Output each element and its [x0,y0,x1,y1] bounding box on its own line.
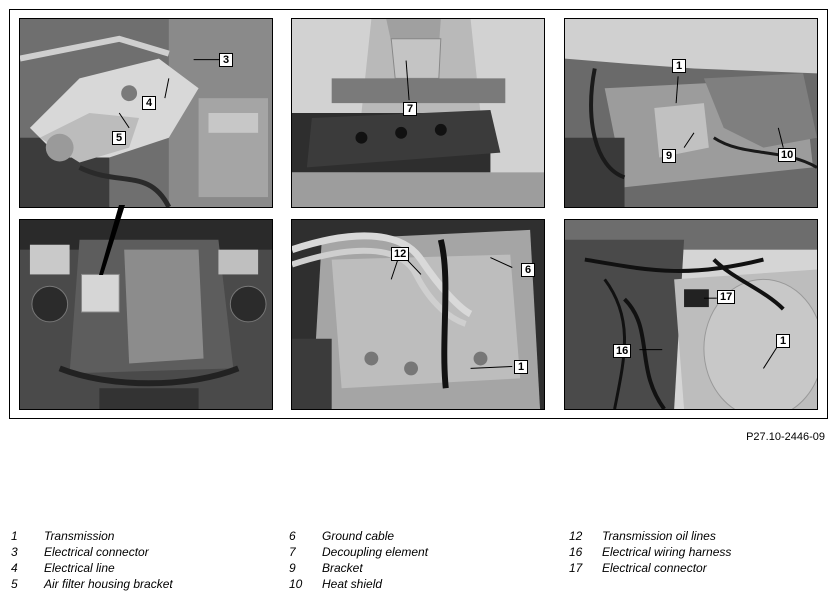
photo-decoupling-element [291,18,545,208]
callout-17: 17 [717,290,736,304]
callout-10: 10 [778,148,797,162]
callout-1-right: 1 [776,334,790,348]
callout-12: 12 [391,247,410,261]
callout-4: 4 [142,96,156,110]
photo-heat-shield [564,18,818,208]
callout-1-top: 1 [672,59,686,73]
callout-5: 5 [112,131,126,145]
callout-6: 6 [521,263,535,277]
callout-1-mid: 1 [514,360,528,374]
photo-transmission-oil-lines [291,219,545,410]
callout-3: 3 [219,53,233,67]
callout-9: 9 [662,149,676,163]
callout-7: 7 [403,102,417,116]
pointer-wedge [99,205,125,275]
photo-wiring-harness [564,219,818,410]
callout-16: 16 [613,344,632,358]
figure-reference: P27.10-2446-09 [746,431,825,443]
photo-engine-compartment [19,219,273,410]
photo-air-filter-bracket [19,18,273,208]
